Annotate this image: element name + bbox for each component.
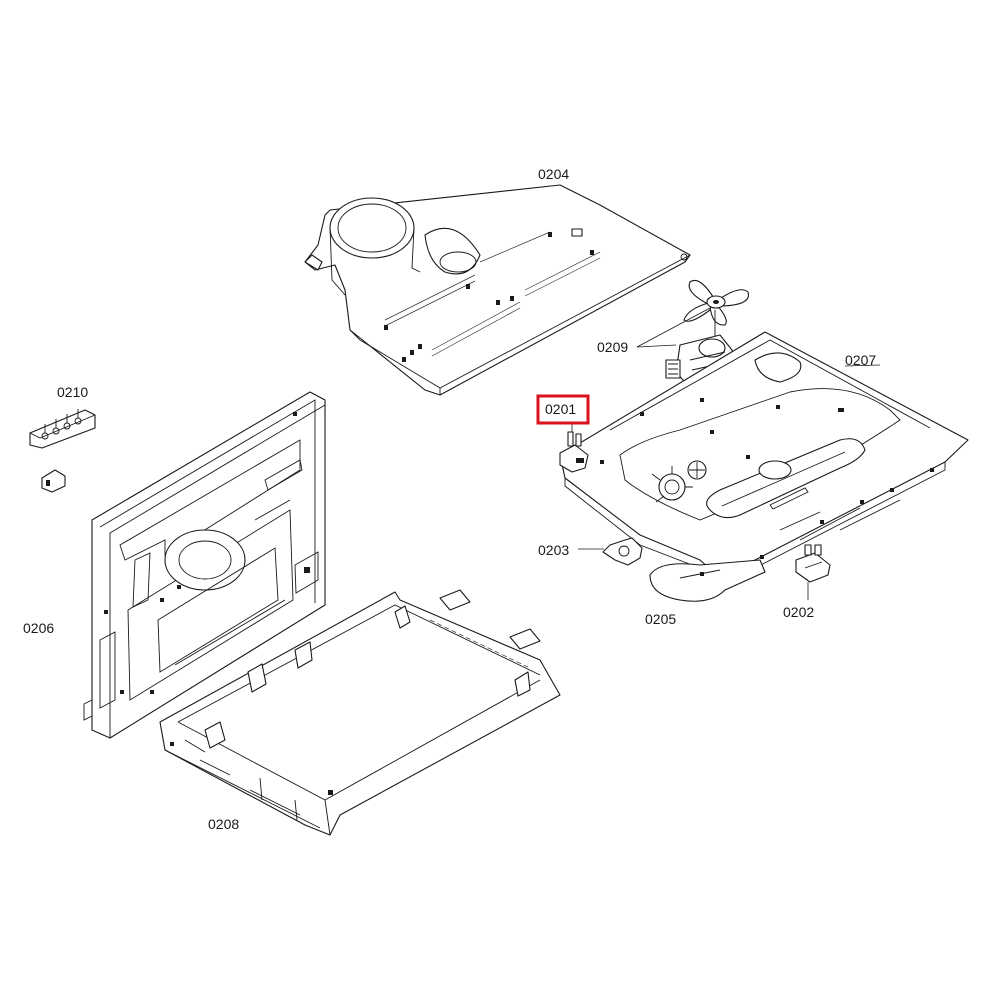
label-0209: 0209	[597, 339, 628, 355]
part-0210-terminal-block[interactable]	[29, 409, 96, 493]
label-0201: 0201	[545, 401, 576, 417]
leader-0207	[844, 364, 881, 367]
part-0204-duct-cover[interactable]	[304, 184, 691, 396]
highlight-box-0201	[536, 394, 590, 425]
leader-0209	[636, 307, 711, 348]
part-0209-fan-motor[interactable]	[665, 279, 750, 391]
label-0204: 0204	[538, 166, 569, 182]
part-0208-bottom-tray[interactable]	[159, 589, 561, 836]
part-0205-heater-bracket[interactable]	[649, 559, 766, 602]
label-0210: 0210	[57, 384, 88, 400]
label-0208: 0208	[208, 816, 239, 832]
part-0207-base-plate[interactable]	[559, 331, 969, 587]
label-0202: 0202	[783, 604, 814, 620]
part-0206-rear-panel[interactable]	[83, 391, 326, 739]
label-0207: 0207	[845, 352, 876, 368]
part-0202-thermostat[interactable]	[795, 544, 831, 583]
part-0203-mounting-star[interactable]	[602, 537, 643, 566]
label-0206: 0206	[23, 620, 54, 636]
part-0201-temp-limiter[interactable]	[559, 431, 589, 473]
label-0203: 0203	[538, 542, 569, 558]
label-0205: 0205	[645, 611, 676, 627]
